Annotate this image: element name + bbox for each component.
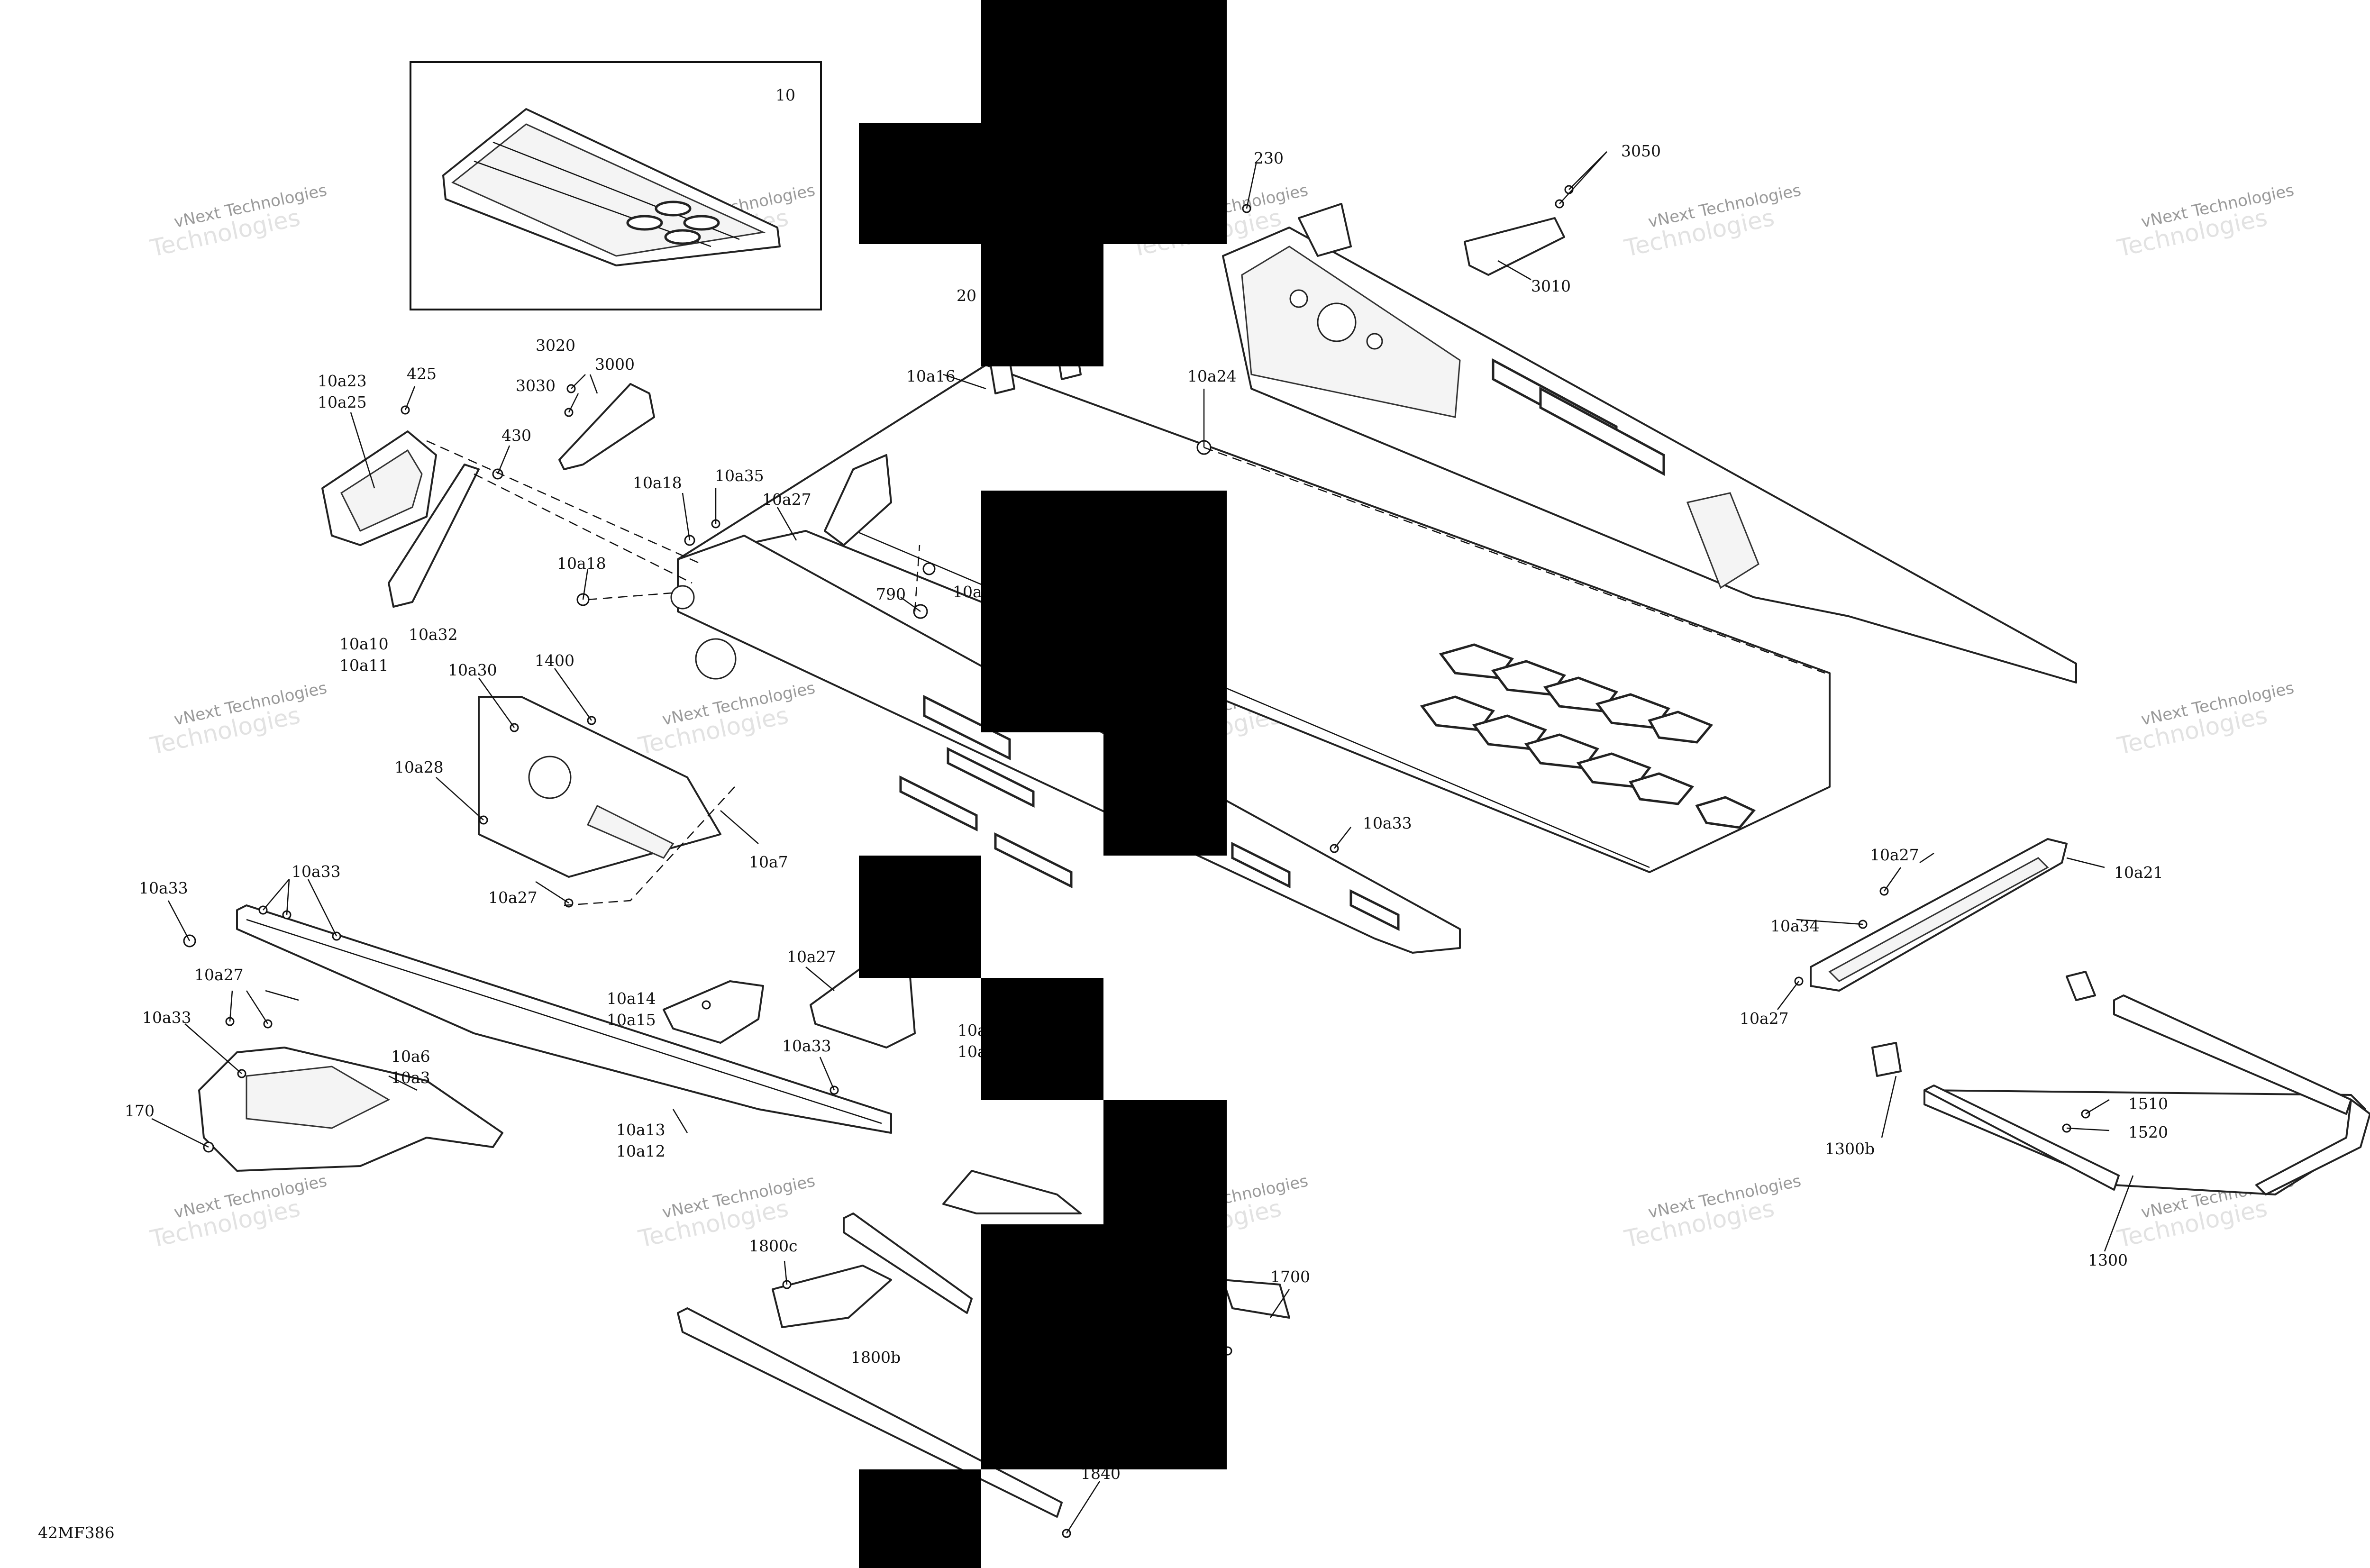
figure-code: 42MF386 — [38, 1523, 115, 1542]
callout-10a27-right2: 10a27 — [1740, 1009, 1789, 1028]
callout-1510: 1510 — [2128, 1094, 2168, 1113]
rear-bumper-10a21 — [1810, 838, 2068, 992]
callout-1400: 1400 — [535, 651, 574, 670]
callout-10a33-right: 10a33 — [1363, 814, 1412, 832]
tunnel-cutout-pattern — [1420, 643, 1756, 829]
callout-10a27-midleft: 10a27 — [194, 966, 244, 984]
redaction-blocks — [859, 0, 1227, 1568]
rear-bumper-1300 — [1923, 994, 2370, 1195]
callout-10a33-left: 10a33 — [139, 879, 188, 897]
callout-10a7: 10a7 — [749, 853, 788, 871]
callout-labels: 10a23 10a25 425 3020 3000 3030 430 10a18… — [38, 142, 2168, 1542]
callout-10a27-top: 10a27 — [762, 490, 811, 509]
callout-230: 230 — [1254, 149, 1284, 167]
bracket-10a14 — [663, 980, 764, 1044]
callout-10a27-right1: 10a27 — [1870, 846, 1919, 864]
callout-1300b: 1300b — [1825, 1140, 1875, 1158]
callout-10a3: 10a3 — [391, 1068, 430, 1087]
left-footrest-bracket — [321, 430, 437, 546]
callout-10a24: 10a24 — [1187, 367, 1237, 385]
callout-10a21: 10a21 — [2114, 863, 2163, 882]
callout-10a25: 10a25 — [318, 393, 367, 411]
callout-3010: 3010 — [1531, 277, 1571, 295]
callout-10a18-mid: 10a18 — [557, 554, 606, 573]
callout-10a15: 10a15 — [607, 1011, 656, 1029]
callout-430: 430 — [501, 426, 531, 445]
redaction-block — [859, 1469, 981, 1568]
callout-1800c: 1800c — [749, 1237, 797, 1255]
redaction-block — [859, 856, 981, 978]
callout-1520: 1520 — [2128, 1123, 2168, 1141]
drive-plate-10a30 — [478, 696, 721, 878]
lower-rail-1800 — [677, 1170, 1290, 1518]
tunnel-top-plate — [677, 364, 1831, 873]
callout-10a35: 10a35 — [715, 466, 764, 485]
bracket-3010 — [1464, 217, 1565, 276]
redaction-block — [859, 123, 1227, 244]
callout-10a14: 10a14 — [607, 989, 656, 1008]
redaction-block — [1103, 732, 1227, 856]
inset-label: 10 — [775, 86, 795, 104]
callout-10a33-topleft: 10a33 — [292, 862, 341, 881]
bar-10a10 — [388, 464, 480, 608]
callout-10a28: 10a28 — [394, 758, 444, 776]
callout-1800b: 1800b — [851, 1348, 901, 1367]
callout-10a33-center: 10a33 — [782, 1037, 831, 1055]
callout-10a13: 10a13 — [616, 1121, 665, 1139]
callout-10a10: 10a10 — [339, 635, 389, 653]
callout-3030: 3030 — [516, 376, 556, 395]
callout-10a27-left: 10a27 — [488, 888, 538, 907]
callout-3020: 3020 — [536, 336, 575, 355]
callout-3050: 3050 — [1621, 142, 1661, 160]
callout-425: 425 — [407, 365, 437, 383]
inset-assembly-box: 10 — [410, 61, 822, 310]
callout-1700: 1700 — [1270, 1267, 1310, 1286]
bracket-3000 — [558, 383, 655, 470]
bracket-center-10a27 — [810, 966, 916, 1048]
callout-10a34: 10a34 — [1770, 917, 1820, 935]
endcap-1300b — [1871, 971, 2096, 1077]
callout-10a12: 10a12 — [616, 1142, 665, 1160]
callout-10a23: 10a23 — [318, 372, 367, 390]
callout-170: 170 — [125, 1102, 155, 1120]
redaction-block — [981, 1224, 1227, 1469]
callout-10a6: 10a6 — [391, 1047, 430, 1066]
redaction-block — [981, 978, 1103, 1100]
left-tunnel-wall — [670, 535, 1461, 954]
callout-790: 790 — [876, 585, 906, 603]
redaction-block — [1103, 1100, 1227, 1224]
inset-tunnel-drawing — [442, 108, 781, 266]
callout-3000: 3000 — [595, 355, 635, 374]
running-board-10a13 — [236, 904, 892, 1134]
callout-10a18-top: 10a18 — [633, 474, 682, 492]
callout-10a33-midleft: 10a33 — [142, 1008, 191, 1027]
leader-lines — [151, 151, 2134, 1534]
callout-10a30: 10a30 — [448, 661, 497, 679]
right-side-rail — [1222, 203, 2077, 684]
callout-1300: 1300 — [2088, 1251, 2128, 1269]
redaction-block — [981, 491, 1227, 732]
redaction-block — [981, 0, 1227, 123]
assembly-dashed-lines — [426, 440, 1825, 906]
callout-10a27-center: 10a27 — [787, 948, 836, 966]
callout-10a32: 10a32 — [409, 625, 458, 644]
callout-20: 20 — [957, 286, 976, 305]
callout-10a11: 10a11 — [339, 656, 389, 675]
redaction-block — [981, 244, 1103, 366]
callout-10a16: 10a16 — [906, 367, 956, 385]
skid-plate-10a6 — [198, 1047, 503, 1172]
